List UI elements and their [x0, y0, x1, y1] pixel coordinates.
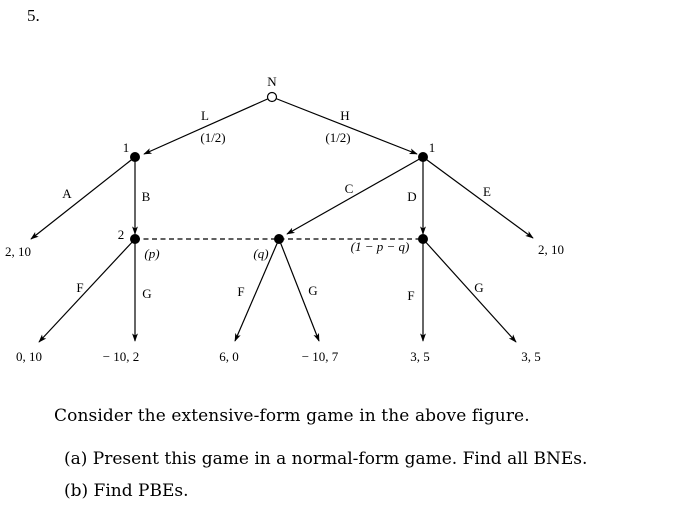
edge-C [286, 156, 424, 235]
edge-G-mid [278, 238, 320, 342]
move-label-G-mid: G [308, 283, 317, 298]
edge-H [271, 96, 418, 155]
move-label-G-right: G [474, 280, 483, 295]
question-number: 5. [27, 6, 40, 25]
player2-node-left [130, 234, 140, 244]
edge-F-mid [234, 238, 280, 342]
player2-node-mid [274, 234, 284, 244]
move-label-G-left: G [142, 286, 151, 301]
nature-label: N [267, 74, 277, 89]
payoff-BF: 0, 10 [16, 349, 42, 364]
prob-label-H: (1/2) [325, 130, 350, 145]
move-label-D: D [407, 189, 416, 204]
question-part-b: (b) Find PBEs. [64, 481, 189, 501]
edge-A [30, 156, 136, 240]
player1-right-label: 1 [429, 140, 436, 155]
nature-node [266, 91, 278, 103]
move-label-F-right: F [407, 288, 414, 303]
belief-p: (p) [144, 246, 159, 261]
payoff-A: 2, 10 [5, 244, 31, 259]
payoff-DF: 3, 5 [410, 349, 430, 364]
game-tree: N 1 1 2 L (1/2) H (1/2) A B C D E (p) (q… [5, 74, 564, 364]
player1-node-right [418, 152, 428, 162]
player2-node-right [418, 234, 428, 244]
move-label-C: C [345, 181, 354, 196]
question-part-a: (a) Present this game in a normal-form g… [64, 449, 588, 469]
belief-q: (q) [253, 246, 268, 261]
edge-L [143, 96, 273, 155]
player2-label: 2 [118, 227, 125, 242]
move-label-E: E [483, 184, 491, 199]
move-label-A: A [62, 186, 72, 201]
question-intro: Consider the extensive-form game in the … [54, 406, 530, 426]
edge-E [422, 156, 534, 239]
edge-G-right [422, 238, 517, 343]
payoff-CF: 6, 0 [219, 349, 239, 364]
move-label-L: L [201, 108, 209, 123]
payoff-E: 2, 10 [538, 242, 564, 257]
prob-label-L: (1/2) [200, 130, 225, 145]
move-label-H: H [340, 108, 349, 123]
player1-left-label: 1 [123, 140, 130, 155]
player1-node-left [130, 152, 140, 162]
payoff-CG: − 10, 7 [302, 349, 339, 364]
move-label-B: B [142, 189, 151, 204]
payoff-DG: 3, 5 [521, 349, 541, 364]
edge-F-left [38, 238, 136, 343]
belief-1-p-q: (1 − p − q) [351, 239, 410, 254]
move-label-F-left: F [76, 280, 83, 295]
move-label-F-mid: F [237, 284, 244, 299]
payoff-BG: − 10, 2 [103, 349, 140, 364]
